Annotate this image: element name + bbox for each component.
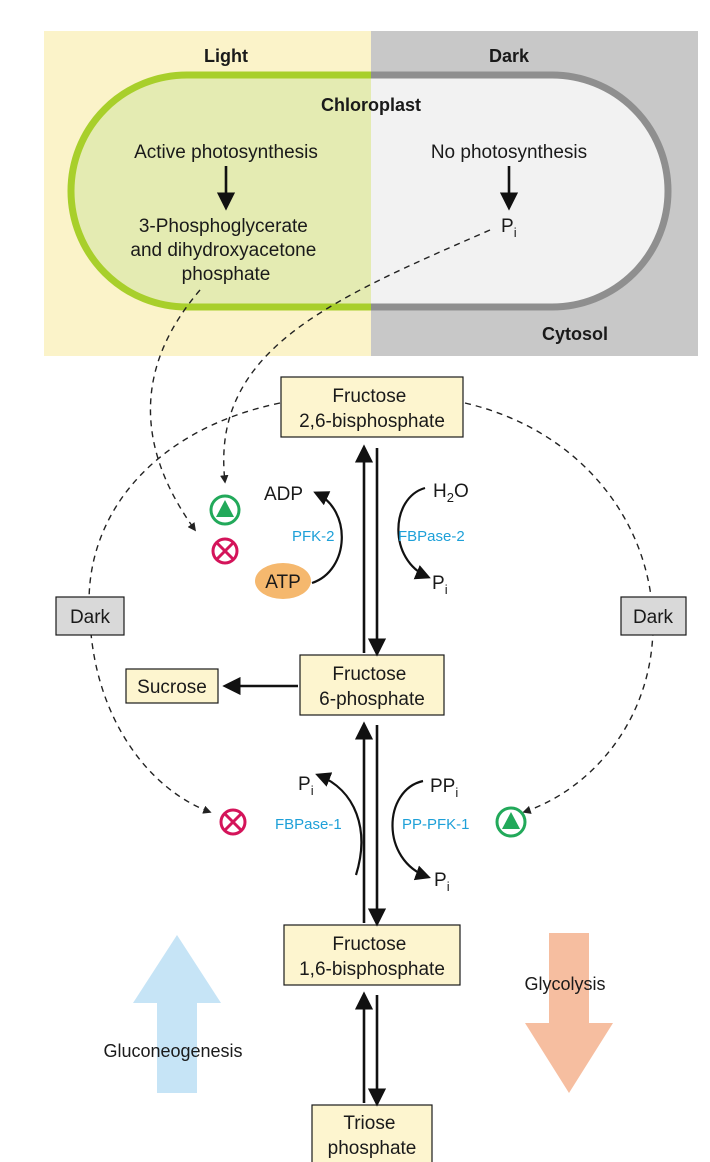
f16bp-label: Fructose 1,6-bisphosphate xyxy=(299,934,445,980)
triose-label: Triose phosphate xyxy=(328,1113,417,1159)
activator-lower-icon xyxy=(495,806,527,838)
dark-box-left-label: Dark xyxy=(70,607,111,628)
pfk2-curve xyxy=(311,491,343,585)
active-photosynthesis-label: Active photosynthesis xyxy=(134,142,318,163)
triose-products-label: 3-Phosphoglycerate and dihydroxyacetone … xyxy=(130,216,321,285)
no-photosynthesis-label: No photosynthesis xyxy=(431,142,587,163)
lower-pi-left-label: Pi xyxy=(298,774,314,798)
f16bp-box xyxy=(283,924,461,986)
dark-box-right-label: Dark xyxy=(633,607,674,628)
pppfk1-curve xyxy=(391,779,431,881)
activator-upper-icon xyxy=(209,494,241,526)
f6p-box xyxy=(299,654,445,716)
ppi-label: PPi xyxy=(430,776,458,800)
fbpase1-curve xyxy=(315,772,363,876)
atp-badge xyxy=(255,563,311,599)
cytosol-label: Cytosol xyxy=(542,324,608,344)
pppfk1-label: PP-PFK-1 xyxy=(402,816,470,833)
dark-header: Dark xyxy=(489,46,530,66)
chloroplast-label: Chloroplast xyxy=(321,95,421,115)
inhibitor-lower-icon xyxy=(219,808,247,836)
water-label: H2O xyxy=(433,481,469,505)
pi-to-activator-arrow xyxy=(220,229,491,484)
f6p-label: Fructose 6-phosphate xyxy=(319,664,425,710)
light-header: Light xyxy=(204,46,248,66)
dark-box-right xyxy=(620,596,687,636)
glycolysis-arrow xyxy=(525,933,613,1093)
triose-to-inhibitor-arrow xyxy=(149,289,201,532)
upper-pi-label: Pi xyxy=(432,573,448,597)
sucrose-box xyxy=(125,668,219,704)
fbpase1-label: FBPase-1 xyxy=(275,816,342,833)
chloroplast-pi-label: Pi xyxy=(501,216,517,240)
glycolysis-label: Glycolysis xyxy=(524,974,605,994)
fbpase2-curve xyxy=(397,486,431,580)
inhibitor-upper-icon xyxy=(211,537,239,565)
gluconeogenesis-label: Gluconeogenesis xyxy=(103,1041,242,1061)
chloroplast-light-half xyxy=(67,71,371,311)
adp-label: ADP xyxy=(264,484,303,505)
dark-box-left xyxy=(55,596,125,636)
f26bp-box xyxy=(280,376,464,438)
gluconeogenesis-arrow xyxy=(133,935,221,1093)
pfk2-label: PFK-2 xyxy=(292,528,335,545)
atp-label: ATP xyxy=(265,572,301,593)
lower-pi-right-label: Pi xyxy=(434,870,450,894)
f26bp-label: Fructose 2,6-bisphosphate xyxy=(299,386,445,432)
fbpase2-label: FBPase-2 xyxy=(398,528,465,545)
sucrose-label: Sucrose xyxy=(137,677,207,698)
